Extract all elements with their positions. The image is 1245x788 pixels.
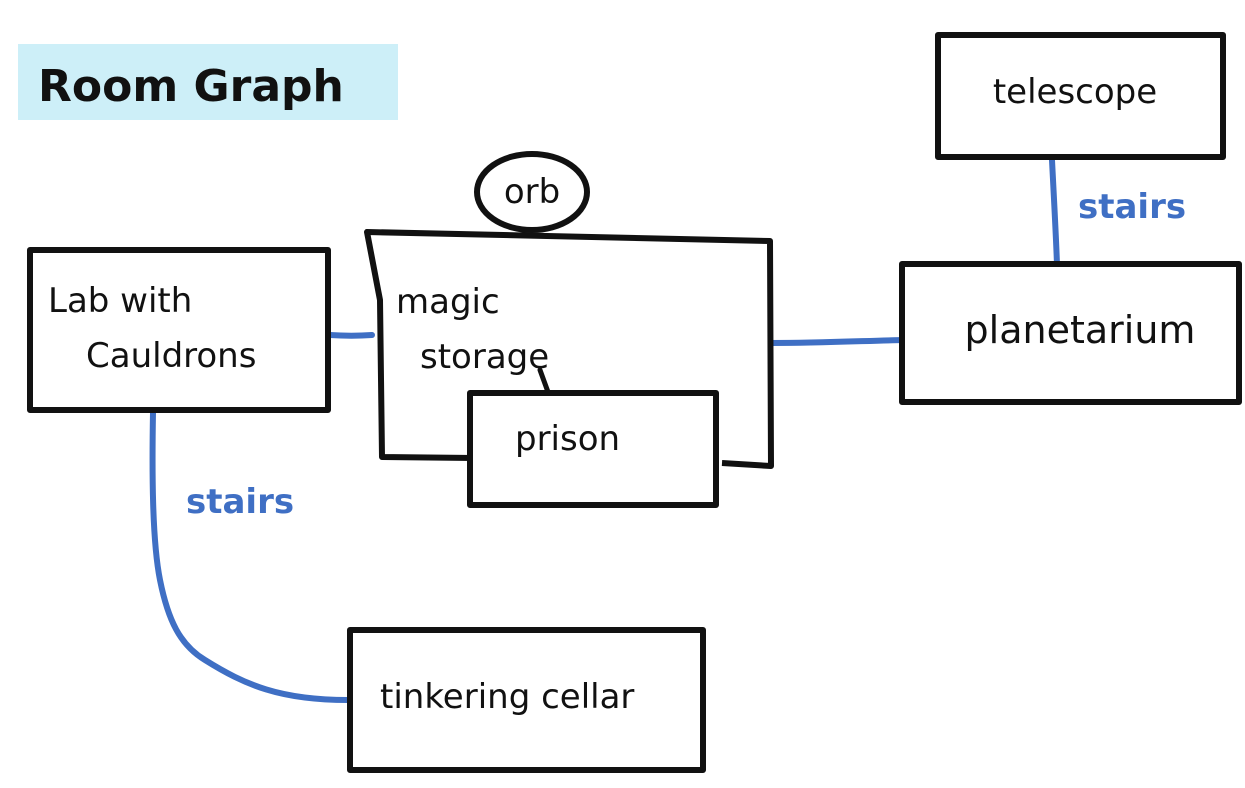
link-telescope-planetarium: [1049, 157, 1060, 268]
lab-label-line1: Lab with: [48, 281, 192, 321]
storage-prison-hook: [537, 367, 551, 395]
prison-label: prison: [515, 419, 620, 459]
magic-storage-label-line1: magic: [396, 282, 500, 322]
title-highlight: [18, 44, 398, 120]
title-group: Room Graph: [18, 44, 398, 120]
tinkering-cellar-box[interactable]: [347, 627, 706, 773]
telescope-label: telescope: [993, 72, 1157, 112]
link-storage-planetarium: [769, 337, 905, 346]
magic-storage-label-line2: storage: [420, 337, 549, 377]
orb-label: orb: [504, 172, 560, 212]
lab-label-line2: Cauldrons: [86, 336, 256, 376]
telescope-box[interactable]: [935, 32, 1226, 160]
link-lab-cellar: [149, 409, 351, 703]
stairs-label-lab: stairs: [186, 482, 294, 522]
lab-box[interactable]: [27, 247, 331, 413]
stairs-label-telescope: stairs: [1078, 187, 1186, 227]
diagram-title: Room Graph: [38, 61, 344, 112]
magic-storage-box[interactable]: [364, 229, 774, 469]
link-lab-storage: [327, 332, 375, 339]
tinkering-cellar-label: tinkering cellar: [380, 677, 634, 717]
planetarium-box[interactable]: [899, 261, 1242, 405]
prison-box[interactable]: [467, 390, 719, 508]
orb-node[interactable]: [474, 151, 590, 233]
planetarium-label: planetarium: [965, 308, 1196, 352]
